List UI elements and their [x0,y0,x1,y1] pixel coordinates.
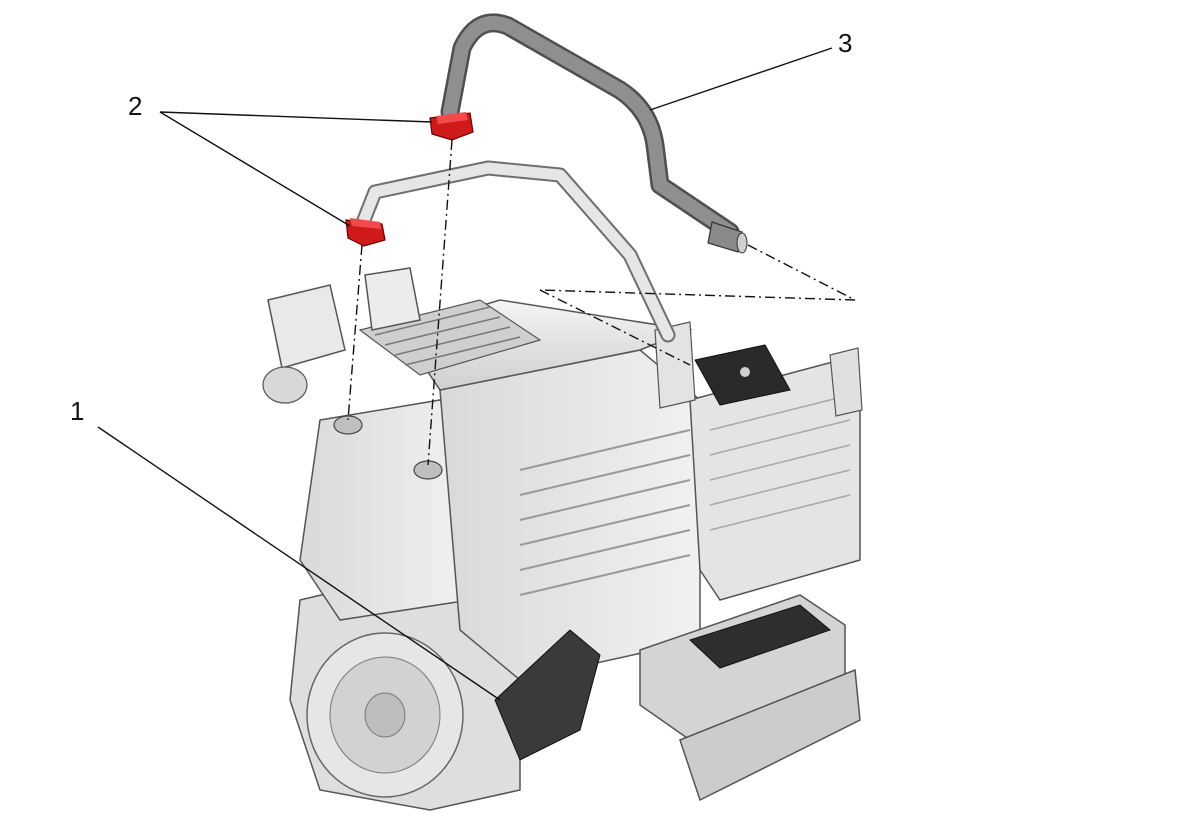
leader-line-1 [97,426,501,701]
callout-3: 3 [838,28,853,58]
red-clip-upper [429,112,474,141]
red-clip-lower [345,218,386,247]
leader-line-2b [159,111,351,227]
heater-core-pipe [354,160,676,343]
callout-2: 2 [128,91,143,121]
hvac-module-housing [262,267,863,811]
callout-1: 1 [70,396,85,426]
leader-line-3 [649,47,833,111]
leader-line-2a [159,111,433,123]
heater-hose [440,13,748,254]
alignment-lines [347,139,856,466]
leader-lines [97,47,833,701]
